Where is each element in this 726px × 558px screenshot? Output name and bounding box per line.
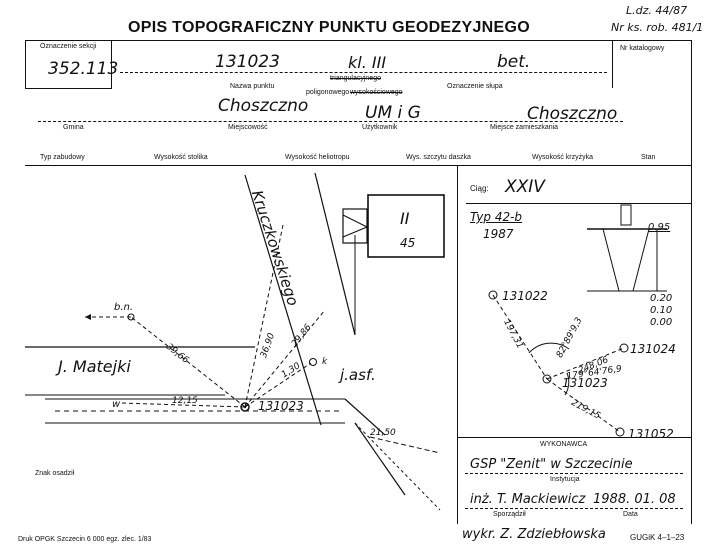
miejsce-value: Choszczno xyxy=(527,104,618,124)
sporzadzil-line xyxy=(465,508,683,509)
instytucja-value: GSP "Zenit" w Szczecinie xyxy=(470,457,633,472)
height-095: 0.95 xyxy=(648,222,671,233)
frame-sekcja-right xyxy=(111,40,112,88)
typ-struck2-label: wysokościowego xyxy=(350,89,403,96)
wykonawca-top-line xyxy=(457,437,692,438)
height-000: 0.00 xyxy=(650,317,673,328)
point-131052: 131052 xyxy=(628,427,674,441)
nr-ks-rob: Nr ks. rob. 481/1 xyxy=(611,21,704,34)
data-value: 1988. 01. 08 xyxy=(593,492,676,507)
nazwa-punktu-label: Nazwa punktu xyxy=(230,83,275,90)
typ-zabudowy-label: Typ zabudowy xyxy=(40,154,85,161)
year-value: 1987 xyxy=(483,227,514,241)
wys-krzyzyka-label: Wysokość krzyżyka xyxy=(532,154,594,161)
uzytkownik-label: Użytkownik xyxy=(362,124,398,131)
frame-sekcja-bottom xyxy=(25,88,112,89)
point-131024: 131024 xyxy=(630,342,676,356)
wys-heliotropu-label: Wysokość heliotropu xyxy=(285,154,350,161)
wys-stolika-label: Wysokość stolika xyxy=(154,154,208,161)
miejsce-label: Miejsce zamieszkania xyxy=(490,124,559,131)
druk-footer: Druk OPGK Szczecin 6 000 egz. zlec. 1/83 xyxy=(18,536,152,543)
ciag-line xyxy=(466,203,691,204)
location-sketch xyxy=(25,172,445,511)
class-value: kl. III xyxy=(348,53,387,72)
stan-label: Stan xyxy=(641,154,656,161)
row2-dotted-line xyxy=(38,121,623,122)
frame-top xyxy=(25,40,692,41)
sketch-frame-top xyxy=(25,165,692,166)
height-020: 0.20 xyxy=(650,293,673,304)
gugik-footer: GUGiK 4–1–23 xyxy=(630,533,685,542)
gmina-label: Gmina xyxy=(63,124,84,131)
miejscowosc-value: Choszczno xyxy=(218,96,309,116)
height-010: 0.10 xyxy=(650,305,673,316)
ciag-label: Ciąg: xyxy=(470,184,489,193)
nr-katalogowy-label: Nr katalogowy xyxy=(620,45,665,52)
point-131023-traverse: 131023 xyxy=(562,376,608,390)
wys-szczytu-label: Wys. szczytu daszka xyxy=(406,154,471,161)
wykonawca-label: WYKONAWCA xyxy=(540,441,588,448)
typ-struck-label: triangulacyjnego xyxy=(330,75,381,82)
sketch-point-label: 131023 xyxy=(258,399,304,413)
typ-poligonowego-label: poligonowego xyxy=(306,89,350,96)
bn-label: b.n. xyxy=(114,302,134,313)
oznaczenie-sekcji-value: 352.113 xyxy=(48,59,119,79)
sporzadzil-value: inż. T. Mackiewicz xyxy=(470,492,586,507)
building-sub: 45 xyxy=(400,236,416,250)
right-frame-lower xyxy=(691,165,692,524)
surface-label: j.asf. xyxy=(340,366,376,384)
sketch-divider xyxy=(457,165,458,524)
k-label: k xyxy=(322,357,328,367)
form-title: OPIS TOPOGRAFICZNY PUNKTU GEODEZYJNEGO xyxy=(128,19,530,36)
street-matejki: J. Matejki xyxy=(58,357,131,376)
miejscowosc-label: Miejscowość xyxy=(228,124,268,131)
ciag-value: XXIV xyxy=(505,177,545,197)
typ-value: Typ 42-b xyxy=(470,210,523,224)
wykr-footer: wykr. Z. Zdziebłowska xyxy=(462,527,606,542)
frame-right xyxy=(691,40,692,165)
frame-katalog-left xyxy=(612,40,613,88)
instytucja-line xyxy=(465,473,683,474)
oznaczenie-sekcji-label: Oznaczenie sekcji xyxy=(40,43,97,50)
oznaczenie-slupa-label: Oznaczenie słupa xyxy=(447,83,503,90)
row1-dotted-line xyxy=(120,72,607,73)
point-number-value: 131023 xyxy=(215,52,280,72)
frame-left xyxy=(25,40,26,88)
building-number: II xyxy=(400,209,410,228)
uzytkownik-value: UM i G xyxy=(365,103,421,123)
distance-5: 12,15 xyxy=(172,396,198,406)
sporzadzil-label: Sporządził xyxy=(493,511,526,518)
znak-osadzil-label: Znak osadził xyxy=(35,470,75,477)
data-label: Data xyxy=(623,511,638,518)
w-label: w xyxy=(112,399,121,410)
distance-6: 21,50 xyxy=(370,428,396,438)
point-131022: 131022 xyxy=(502,289,548,303)
traverse-diagram xyxy=(488,204,667,437)
ldz-number: L.dz. 44/87 xyxy=(626,4,688,17)
pillar-value: bet. xyxy=(497,52,531,72)
instytucja-label: Instytucja xyxy=(550,476,580,483)
